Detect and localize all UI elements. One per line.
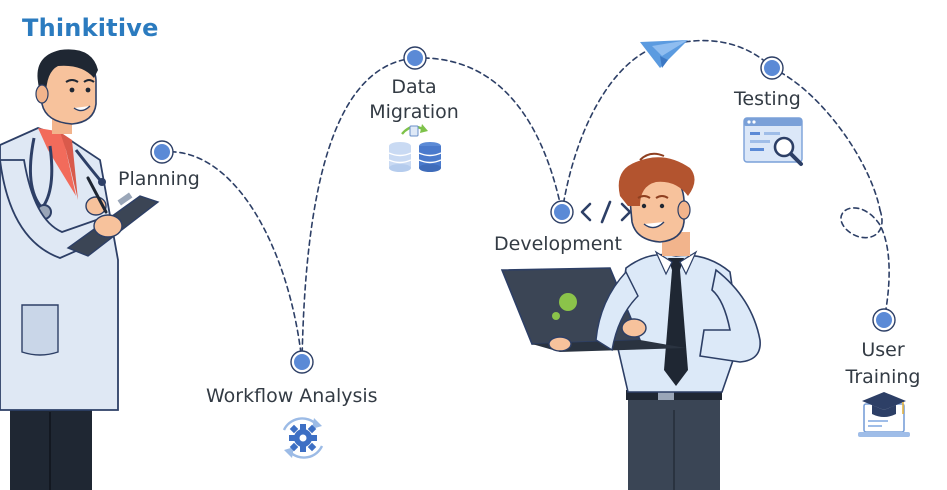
step-label-user-training-line1: User xyxy=(861,339,905,361)
paper-plane-icon xyxy=(640,40,688,68)
step-label-development: Development xyxy=(494,233,622,255)
brand-logo: Thinkitive xyxy=(22,14,159,42)
node-planning xyxy=(150,140,174,164)
developer-illustration xyxy=(500,152,761,490)
step-label-data-migration-line2: Migration xyxy=(369,101,459,123)
graduation-laptop-icon xyxy=(858,392,910,437)
node-migration xyxy=(403,46,427,70)
code-icon xyxy=(580,200,632,224)
node-training xyxy=(872,308,896,332)
test-inspection-icon xyxy=(743,117,803,166)
node-testing xyxy=(760,56,784,80)
journey-path xyxy=(161,39,890,363)
node-development xyxy=(550,200,574,224)
step-label-workflow-analysis: Workflow Analysis xyxy=(206,385,378,407)
doctor-illustration xyxy=(0,49,160,490)
node-workflow xyxy=(290,350,314,374)
step-label-testing: Testing xyxy=(734,88,801,110)
step-label-user-training-line2: Training xyxy=(845,366,921,388)
step-label-planning: Planning xyxy=(118,168,200,190)
database-transfer-icon xyxy=(388,124,442,172)
gear-cycle-icon xyxy=(282,417,324,459)
step-label-data-migration-line1: Data xyxy=(391,76,437,98)
